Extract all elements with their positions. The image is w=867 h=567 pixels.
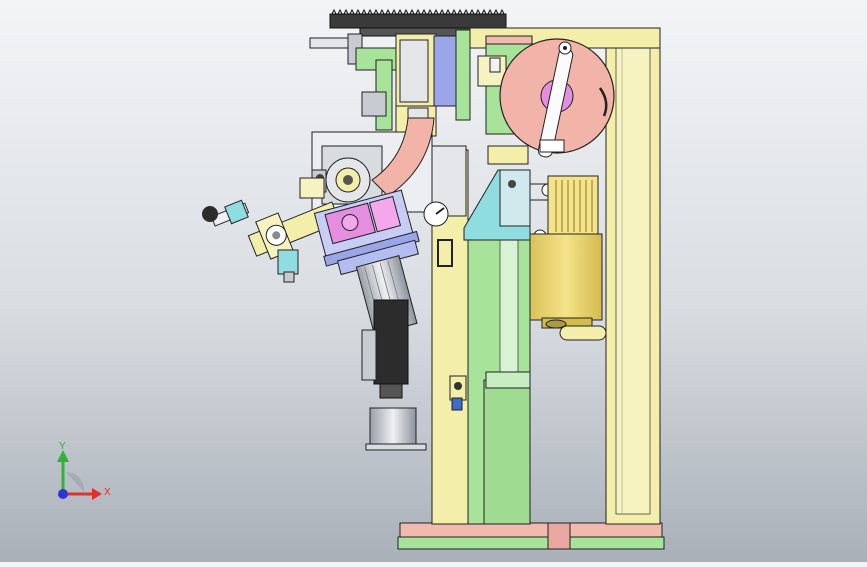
base-plate [397,522,665,550]
servo-motor [361,299,427,451]
coordinate-triad: Y X [40,436,120,516]
rotary-head [202,177,341,283]
limit-switch [423,201,467,411]
top-gear-rack [329,8,507,37]
y-axis-head [57,450,69,462]
x-axis-label: X [104,487,111,498]
upper-slide-assembly [309,29,471,137]
cam-disk [499,38,615,158]
right-frame-column [605,27,661,525]
x-axis-head [92,488,102,500]
triad-graphic [57,450,102,500]
z-axis-dot [58,489,68,499]
clamp-block [313,189,420,276]
drive-motor [529,175,607,341]
y-axis-label: Y [59,441,66,452]
